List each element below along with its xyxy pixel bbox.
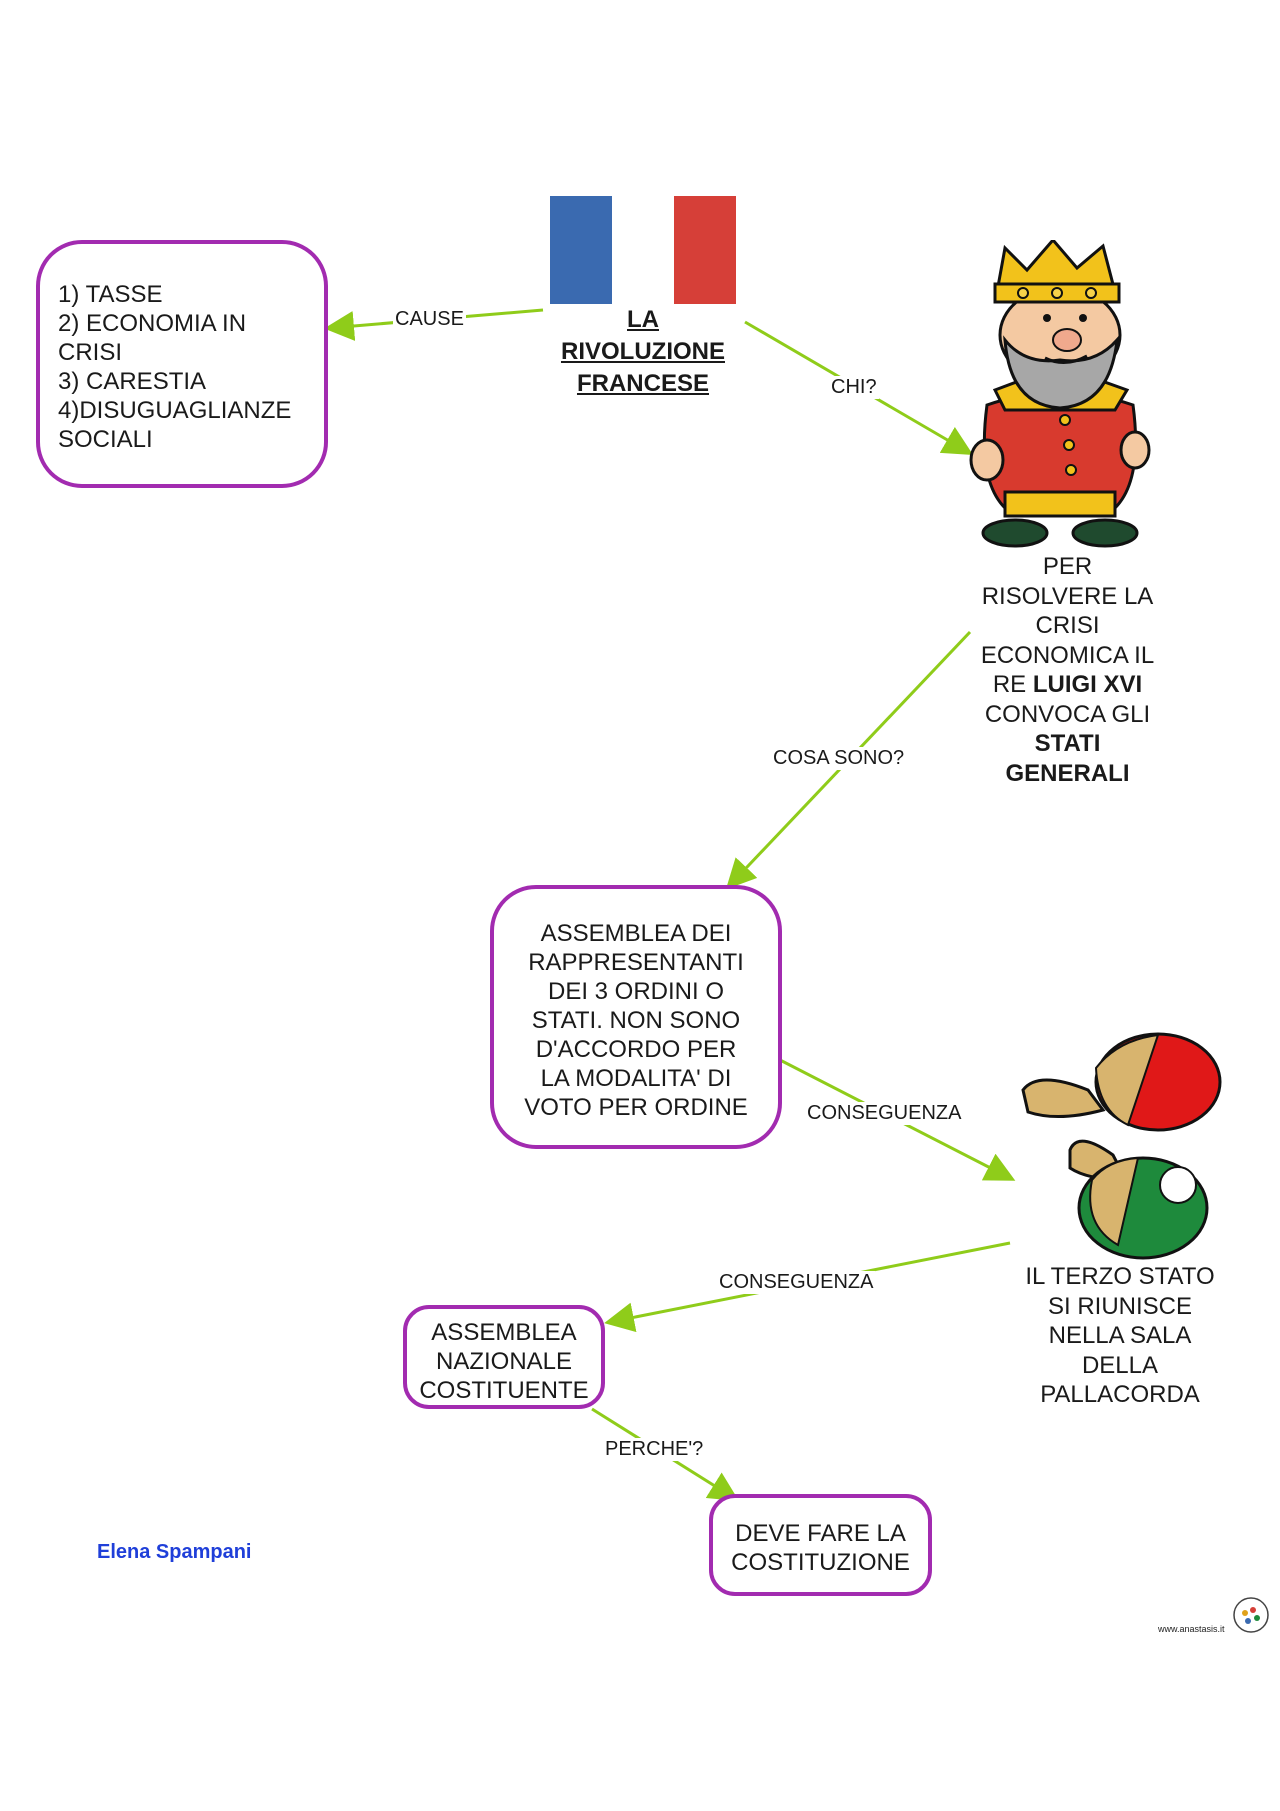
national-line: NAZIONALE bbox=[435, 1348, 573, 1375]
national-line: ASSEMBLEA bbox=[431, 1319, 577, 1346]
label-conseguenza-1: CONSEGUENZA bbox=[805, 1102, 964, 1125]
title-line-3: FRANCESE bbox=[576, 370, 709, 397]
third-estate-line: SI RIUNISCE bbox=[1047, 1292, 1193, 1320]
assembly-line: RAPPRESENTANTI bbox=[528, 949, 744, 976]
logo-badge-icon bbox=[1233, 1597, 1269, 1633]
constitution-box: DEVE FARE LA COSTITUZIONE bbox=[709, 1494, 932, 1596]
assembly-line: ASSEMBLEA DEI bbox=[540, 920, 732, 947]
cause-line: 4)DISUGUAGLIANZE bbox=[58, 397, 292, 424]
king-text-line: PER bbox=[1042, 553, 1093, 580]
king-text-line-bold: STATI bbox=[1034, 730, 1101, 757]
label-cosa-sono: COSA SONO? bbox=[771, 747, 907, 770]
cause-line: 3) CARESTIA bbox=[58, 368, 207, 395]
king-text-line: CRISI bbox=[1035, 612, 1100, 639]
ping-pong-paddles-icon bbox=[1021, 1032, 1222, 1260]
assembly-line: VOTO PER ORDINE bbox=[524, 1094, 748, 1121]
assembly-line: STATI. NON SONO bbox=[531, 1007, 741, 1034]
national-line: COSTITUENTE bbox=[419, 1377, 589, 1404]
cause-line: 1) TASSE bbox=[58, 281, 163, 308]
french-flag bbox=[550, 196, 736, 304]
label-conseguenza-2: CONSEGUENZA bbox=[717, 1271, 876, 1294]
assembly-line: LA MODALITA' DI bbox=[540, 1065, 732, 1092]
title-line-1: LA bbox=[627, 306, 659, 333]
king-text-line-bold: GENERALI bbox=[1005, 759, 1130, 787]
third-estate-line: IL TERZO STATO bbox=[1025, 1263, 1215, 1290]
main-title: LA RIVOLUZIONE FRANCESE bbox=[533, 304, 753, 400]
king-text-line-5: RE LUIGI XVI bbox=[950, 670, 1185, 700]
cause-line: 2) ECONOMIA IN bbox=[58, 310, 247, 337]
site-url: www.anastasis.it bbox=[1158, 1624, 1225, 1634]
author-name: Elena Spampani bbox=[97, 1541, 252, 1563]
assembly-line: DEI 3 ORDINI O bbox=[547, 978, 725, 1005]
title-line-2: RIVOLUZIONE bbox=[560, 338, 725, 365]
king-text-line: ECONOMICA IL bbox=[980, 641, 1155, 669]
label-cause: CAUSE bbox=[393, 308, 466, 331]
king-name: LUIGI XVI bbox=[1032, 671, 1143, 698]
label-perche: PERCHE'? bbox=[603, 1438, 706, 1461]
label-chi: CHI? bbox=[829, 376, 879, 399]
constitution-line: COSTITUZIONE bbox=[731, 1549, 910, 1576]
king-text-prefix: RE bbox=[992, 671, 1033, 698]
king-icon bbox=[969, 240, 1151, 548]
third-estate-line: DELLA bbox=[1081, 1351, 1159, 1379]
cause-line: SOCIALI bbox=[58, 426, 153, 453]
national-assembly-box: ASSEMBLEA NAZIONALE COSTITUENTE bbox=[403, 1305, 605, 1409]
third-estate-description: IL TERZO STATO SI RIUNISCE NELLA SALA DE… bbox=[1000, 1262, 1240, 1410]
assembly-line: D'ACCORDO PER bbox=[535, 1036, 737, 1063]
third-estate-line: NELLA SALA bbox=[1048, 1322, 1192, 1349]
king-text-line: RISOLVERE LA bbox=[981, 582, 1154, 610]
king-description: PER RISOLVERE LA CRISI ECONOMICA IL RE L… bbox=[950, 552, 1185, 788]
king-text-line: CONVOCA GLI bbox=[984, 700, 1151, 728]
third-estate-line: PALLACORDA bbox=[1040, 1381, 1200, 1408]
assembly-box: ASSEMBLEA DEI RAPPRESENTANTI DEI 3 ORDIN… bbox=[490, 885, 782, 1149]
causes-box: 1) TASSE 2) ECONOMIA IN CRISI 3) CARESTI… bbox=[36, 240, 328, 488]
constitution-line: DEVE FARE LA bbox=[735, 1520, 906, 1547]
cause-line: CRISI bbox=[58, 339, 123, 366]
